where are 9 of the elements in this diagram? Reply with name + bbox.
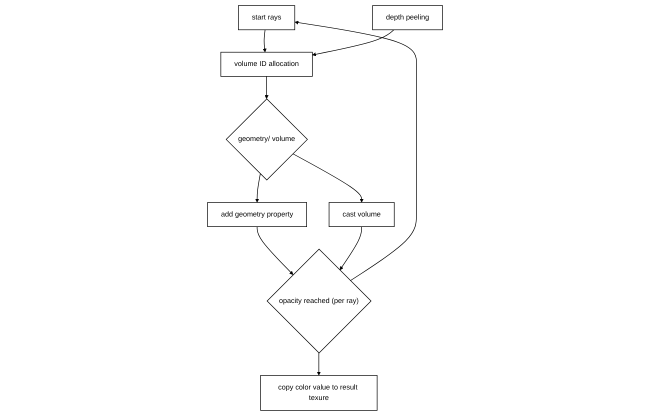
arrow <box>255 173 261 203</box>
arrow <box>312 29 394 56</box>
arrow <box>340 226 362 270</box>
arrow <box>264 76 268 99</box>
arrow <box>292 153 364 203</box>
arrow <box>294 20 417 281</box>
arrow <box>316 352 321 376</box>
arrow <box>262 29 267 52</box>
arrow <box>256 226 294 275</box>
